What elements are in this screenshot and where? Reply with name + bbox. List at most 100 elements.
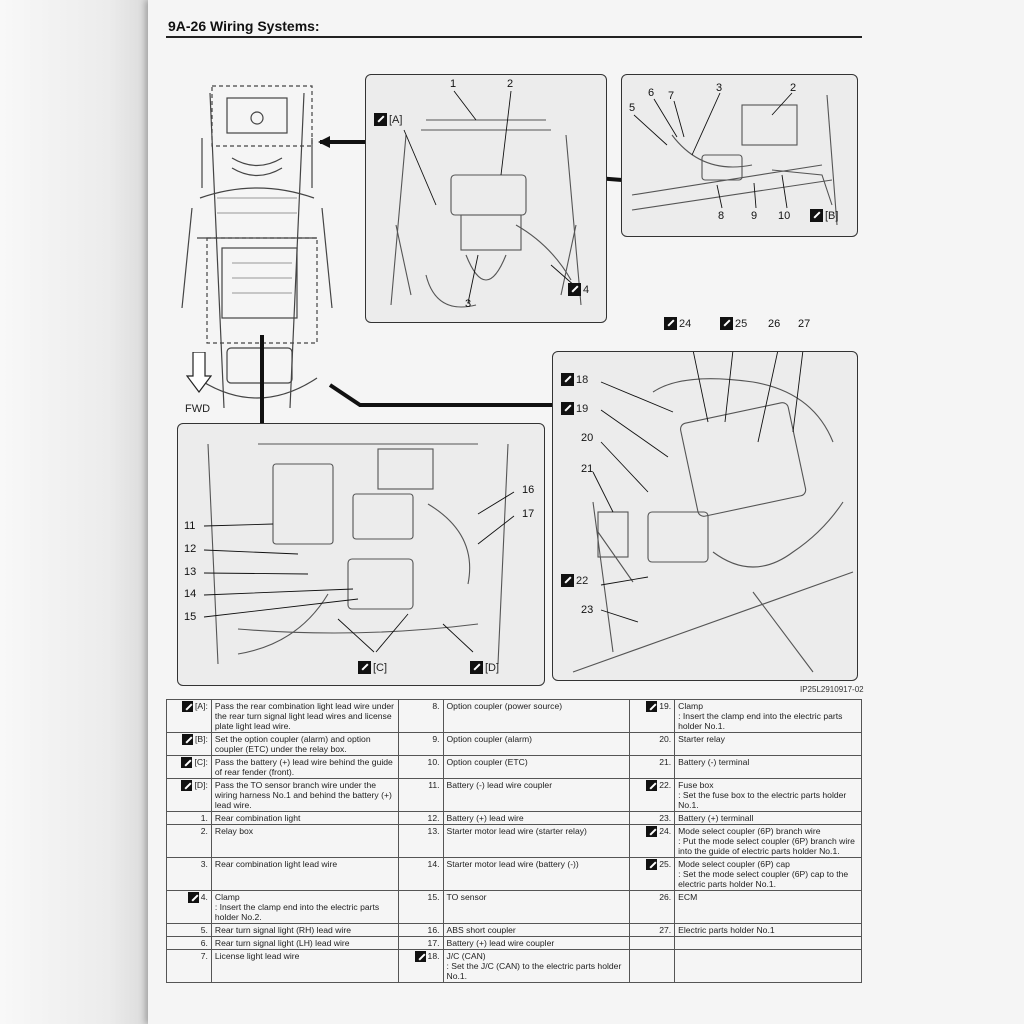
legend-number: 20. [629, 732, 676, 756]
legend-text: Option coupler (ETC) [442, 755, 631, 779]
fwd-arrow-icon [186, 352, 212, 393]
legend-text: J/C (CAN) : Set the J/C (CAN) to the ele… [442, 949, 631, 983]
callout-27: 27 [798, 318, 811, 330]
page-title: 9A-26 Wiring Systems: [168, 18, 320, 34]
legend-text: Pass the battery (+) lead wire behind th… [210, 755, 399, 779]
pen-icon [358, 661, 371, 674]
legend-text: Battery (+) lead wire [442, 811, 631, 825]
figure-id: IP25L2910917-02 [800, 685, 864, 694]
view-d-label: [D] [470, 661, 499, 674]
table-row: [C]:Pass the battery (+) lead wire behin… [166, 755, 862, 779]
legend-number [629, 936, 676, 950]
callout-25: 25 [720, 317, 747, 330]
legend-text: Rear combination light lead wire [210, 857, 399, 891]
callout-23: 23 [581, 604, 594, 616]
legend-text: Rear turn signal light (LH) lead wire [210, 936, 399, 950]
legend-number: 10. [397, 755, 444, 779]
callout-8: 8 [718, 210, 725, 222]
callout-16: 16 [522, 484, 535, 496]
legend-text: Electric parts holder No.1 [674, 923, 862, 937]
legend-number [629, 949, 676, 983]
callout-3b: 3 [716, 82, 723, 94]
legend-text: Battery (-) terminal [674, 755, 862, 779]
legend-number: 9. [397, 732, 444, 756]
pen-icon [646, 859, 658, 871]
panel-ecm-drawing [572, 352, 854, 673]
pen-icon [720, 317, 733, 330]
pen-icon [646, 826, 658, 838]
pen-icon [181, 757, 193, 769]
callout-14: 14 [184, 588, 197, 600]
legend-text: Fuse box : Set the fuse box to the elect… [674, 778, 862, 812]
legend-text: ABS short coupler [442, 923, 631, 937]
legend-text: Set the option coupler (alarm) and optio… [210, 732, 399, 756]
callout-5: 5 [629, 102, 636, 114]
table-row: [A]:Pass the rear combination light lead… [166, 699, 862, 733]
pen-icon [561, 373, 574, 386]
callout-24: 24 [664, 317, 691, 330]
legend-number: 19. [629, 699, 676, 733]
legend-number: 23. [629, 811, 676, 825]
pen-icon [181, 734, 193, 746]
legend-number: [A]: [166, 699, 212, 733]
callout-9: 9 [751, 210, 758, 222]
callout-21: 21 [581, 463, 594, 475]
legend-text: Pass the TO sensor branch wire under the… [210, 778, 399, 812]
legend-number: 15. [397, 890, 444, 924]
legend-text: Rear turn signal light (RH) lead wire [210, 923, 399, 937]
pen-icon [561, 402, 574, 415]
detail-panel-ecm: 18 19 20 21 22 23 [552, 351, 858, 681]
legend-text: Relay box [210, 824, 399, 858]
legend-text: Pass the rear combination light lead wir… [210, 699, 399, 733]
legend-number: 1. [166, 811, 212, 825]
pen-icon [664, 317, 677, 330]
callout-10: 10 [778, 210, 791, 222]
legend-text: Mode select coupler (6P) cap : Set the m… [674, 857, 862, 891]
legend-text: Clamp : Insert the clamp end into the el… [210, 890, 399, 924]
legend-number: 25. [629, 857, 676, 891]
legend-number: 7. [166, 949, 212, 983]
callout-1: 1 [450, 78, 457, 90]
callout-13: 13 [184, 566, 197, 578]
frame-overview-drawing [181, 85, 333, 409]
panel-b-drawing [631, 92, 838, 226]
legend-number: 26. [629, 890, 676, 924]
pen-icon [561, 574, 574, 587]
legend-number: 16. [397, 923, 444, 937]
callout-7: 7 [668, 90, 675, 102]
legend-text: Starter motor lead wire (battery (-)) [442, 857, 631, 891]
table-row: 4.Clamp : Insert the clamp end into the … [166, 890, 862, 924]
pen-icon [470, 661, 483, 674]
callout-4: 4 [568, 283, 589, 296]
legend-text: Mode select coupler (6P) branch wire : P… [674, 824, 862, 858]
legend-text: Option coupler (power source) [442, 699, 631, 733]
callout-2: 2 [507, 78, 514, 90]
view-a-label: [A] [374, 113, 402, 126]
legend-number: 5. [166, 923, 212, 937]
callout-11: 11 [184, 520, 196, 532]
legend-text: Battery (-) lead wire coupler [442, 778, 631, 812]
fwd-label: FWD [185, 403, 211, 415]
legend-text: TO sensor [442, 890, 631, 924]
legend-number: [B]: [166, 732, 212, 756]
legend-number: 3. [166, 857, 212, 891]
pen-icon [181, 701, 193, 713]
book-spine [0, 0, 155, 1024]
pen-icon [374, 113, 387, 126]
legend-number: 4. [166, 890, 212, 924]
detail-panel-a: 1 2 [A] 3 4 [365, 74, 607, 323]
legend-number: 27. [629, 923, 676, 937]
callout-3: 3 [465, 298, 472, 310]
callout-22: 22 [561, 574, 588, 587]
legend-text: Battery (+) terminall [674, 811, 862, 825]
callout-15: 15 [184, 611, 197, 623]
legend-text: Rear combination light [210, 811, 399, 825]
callout-2b: 2 [790, 82, 797, 94]
pen-icon [181, 780, 193, 792]
legend-number: 12. [397, 811, 444, 825]
pen-icon [414, 951, 426, 963]
